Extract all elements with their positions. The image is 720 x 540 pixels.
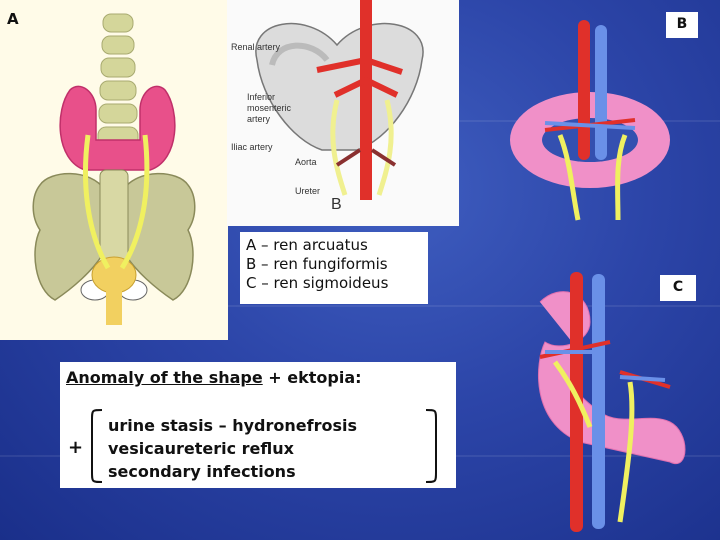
legend-item-c: C – ren sigmoideus — [246, 274, 428, 293]
note-heading-underlined: Anomaly of the shape — [66, 368, 263, 387]
aorta-vessel — [578, 20, 590, 160]
label-aorta: Aorta — [295, 157, 317, 167]
legend-item-a: A – ren arcuatus — [246, 236, 428, 255]
note-item: urine stasis – hydronefrosis — [108, 414, 357, 437]
vertebra — [102, 36, 134, 54]
note-item: secondary infections — [108, 460, 357, 483]
label-iliac-artery: Iliac artery — [231, 142, 273, 152]
note-items: urine stasis – hydronefrosis vesicaurete… — [108, 414, 357, 483]
figure-b-label: B — [666, 12, 698, 38]
label-renal-artery: Renal artery — [231, 42, 280, 52]
right-bracket-icon — [424, 408, 440, 484]
vertebra — [99, 104, 137, 123]
urethra-shape — [106, 290, 122, 325]
figure-a-label: A — [7, 10, 19, 28]
vena-cava-vessel — [595, 25, 607, 160]
note-heading: Anomaly of the shape + ektopia: — [66, 368, 362, 387]
aorta-vessel — [360, 0, 372, 200]
label-inferior-line-3: artery — [247, 114, 291, 125]
note-item: vesicaureteric reflux — [108, 437, 357, 460]
figure-c-label: C — [660, 275, 696, 301]
note-box: Anomaly of the shape + ektopia: + urine … — [60, 362, 456, 488]
vertebra — [103, 14, 133, 32]
legend-item-b: B – ren fungiformis — [246, 255, 428, 274]
legend-box: A – ren arcuatus B – ren fungiformis C –… — [240, 232, 428, 304]
figure-c-ren-sigmoideus — [520, 262, 700, 537]
sigmoid-kidney-shape — [538, 292, 685, 464]
vertebra — [101, 58, 135, 77]
note-plus: + — [68, 437, 83, 458]
label-inferior-mesenteric: Inferior mosenteric artery — [247, 92, 291, 125]
vena-cava-vessel — [592, 274, 605, 529]
fused-kidney-shape — [256, 24, 423, 150]
figure-a-illustration — [0, 0, 228, 340]
note-heading-rest: + ektopia: — [263, 368, 362, 387]
sacrum-shape — [100, 170, 128, 260]
bladder-shape — [92, 257, 136, 293]
label-ureter: Ureter — [295, 186, 320, 196]
figure-a-horseshoe-kidney — [0, 0, 228, 340]
label-inferior-line-1: Inferior — [247, 92, 291, 103]
figure-b-ren-fungiformis — [500, 20, 680, 235]
label-inferior-line-2: mosenteric — [247, 103, 291, 114]
figure-renal-arteries: Renal artery Inferior mosenteric artery … — [227, 0, 459, 226]
vertebra — [100, 81, 136, 100]
label-panel-b: B — [331, 196, 342, 214]
left-bracket-icon — [88, 408, 104, 484]
